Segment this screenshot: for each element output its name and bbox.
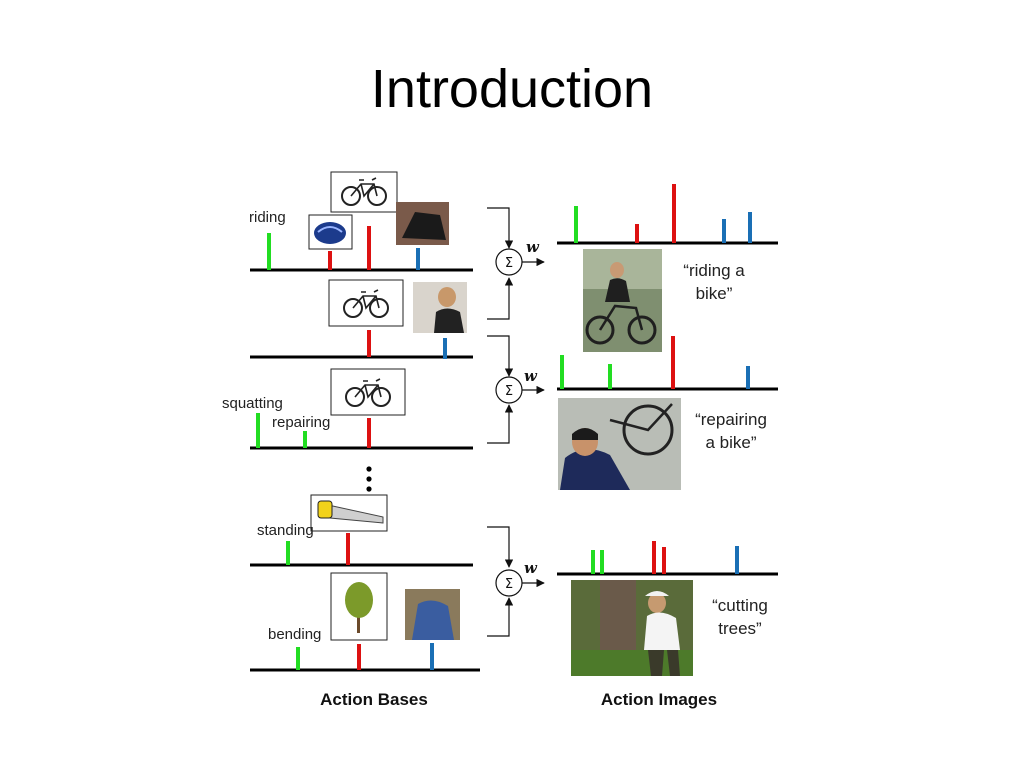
squatting-label: squatting (222, 395, 283, 412)
action-label-line1: “repairing (695, 410, 767, 429)
action-label-line2: trees” (718, 619, 762, 638)
base-2 (250, 279, 473, 359)
action-riding-a-bike: “riding a bike” (557, 184, 778, 352)
action-bases-caption: Action Bases (320, 690, 428, 709)
ellipsis-dots (366, 466, 372, 492)
sum-node-1: Σ w (487, 207, 545, 320)
slide-title: Introduction (370, 59, 654, 119)
action-label-line2: bike” (696, 284, 733, 303)
action-label-line2: a bike” (705, 433, 756, 452)
sum-node-2: Σ w (487, 335, 545, 444)
bending-label: bending (268, 626, 321, 643)
action-repairing-a-bike: “repairing a bike” (557, 336, 778, 490)
riding-label: riding (249, 209, 286, 226)
repairing-label: repairing (272, 414, 330, 431)
base-bending: bending (250, 572, 480, 672)
bicycle-image (328, 279, 404, 327)
weight-label: w (524, 367, 538, 385)
bicycle-image (330, 171, 398, 213)
sum-node-3: Σ w (487, 526, 545, 637)
sum-symbol: Σ (505, 384, 513, 399)
action-label-line1: “riding a (683, 261, 745, 280)
action-label-line1: “cutting (712, 596, 768, 615)
weight-label: w (526, 238, 540, 256)
sum-symbol: Σ (505, 577, 513, 592)
weight-label: w (524, 559, 538, 577)
base-squatting-repairing: squatting repairing (222, 368, 473, 450)
action-images-caption: Action Images (601, 690, 717, 709)
sum-symbol: Σ (505, 256, 513, 271)
base-standing: standing (250, 494, 473, 567)
action-cutting-trees: “cutting trees” (557, 541, 778, 676)
standing-label: standing (257, 522, 314, 539)
bicycle-image (330, 368, 406, 416)
base-riding: riding (249, 171, 473, 272)
